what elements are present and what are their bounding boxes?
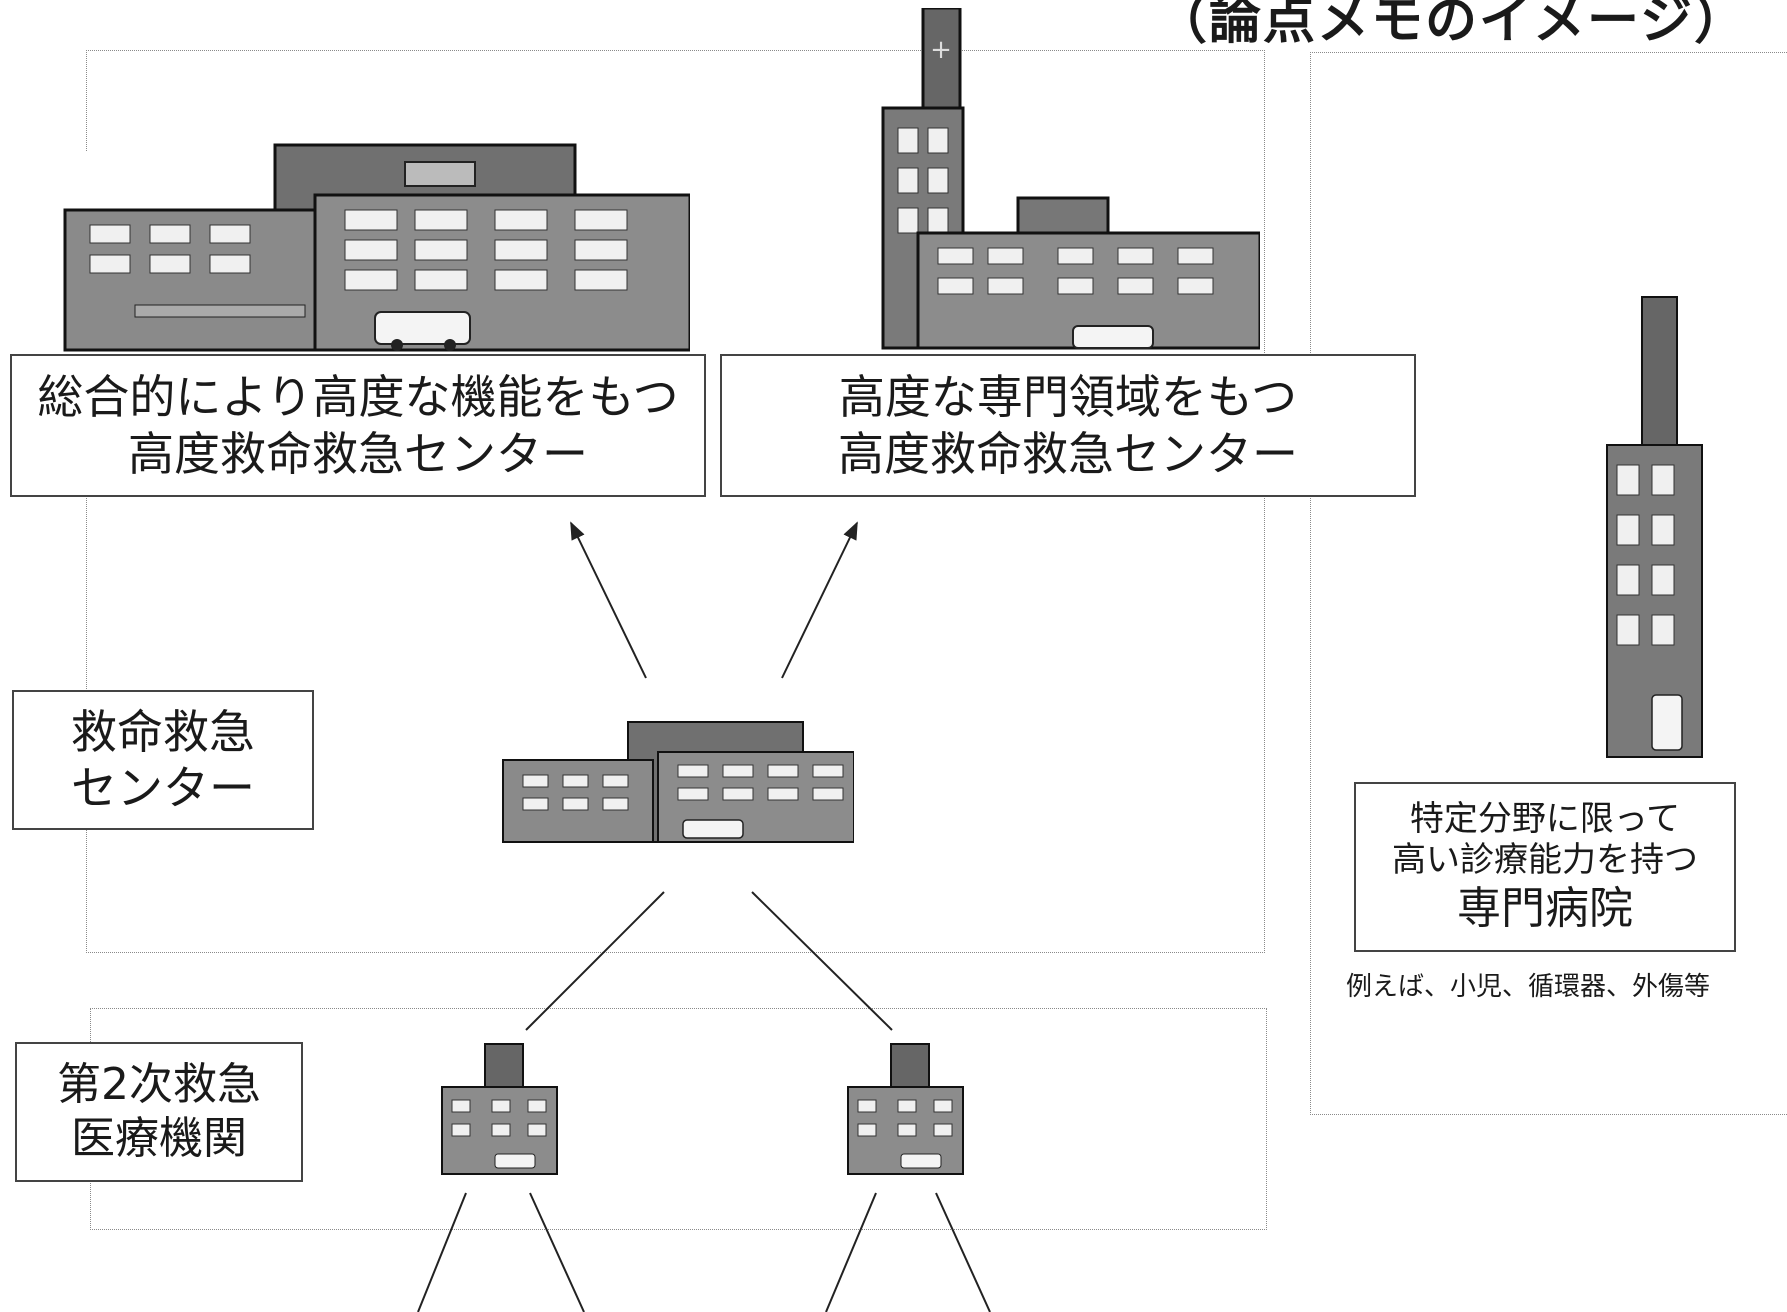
link-secondary-right-down-1 [825,1192,877,1312]
arrow-to-general-center [570,521,647,679]
ambulance-icon [1072,325,1154,349]
secondary-emergency-line-2: 医療機関 [71,1113,247,1164]
link-secondary-right-down-2 [935,1192,991,1312]
emergency-center-label: 救命救急 センター [12,690,314,830]
specialty-hospital-line-3: 専門病院 [1457,882,1633,934]
arrow-to-specialty-center [781,521,858,679]
specialty-hospital-label: 特定分野に限って 高い診療能力を持つ 専門病院 [1354,782,1736,952]
secondary-emergency-label: 第2次救急 医療機関 [15,1042,303,1182]
specialty-examples-note: 例えば、小児、循環器、外傷等 [1346,972,1711,1002]
specialty-advanced-center-label: 高度な専門領域をもつ 高度救命救急センター [720,354,1416,497]
ambulance-icon [494,1153,536,1169]
hospital-building-icon [502,721,854,843]
specialty-hospital-line-2: 高い診療能力を持つ [1392,840,1698,881]
emergency-center-line-2: センター [71,761,255,815]
link-secondary-left-down-2 [529,1192,585,1312]
general-advanced-center-label: 総合的により高度な機能をもつ 高度救命救急センター [10,354,706,497]
ambulance-icon [374,311,471,351]
page-title: （論点メモのイメージ） [1155,0,1748,51]
tower-hospital-building-icon: + [868,8,1260,358]
small-hospital-building-icon [441,1043,558,1175]
specialty-advanced-center-line-1: 高度な専門領域をもつ [838,370,1298,425]
link-center-to-secondary-right [751,891,893,1031]
tower-hospital-building-icon [1606,296,1703,758]
secondary-emergency-line-1: 第2次救急 [57,1059,261,1111]
specialty-advanced-center-line-2: 高度救命救急センター [838,426,1298,481]
specialty-hospital-line-1: 特定分野に限って [1409,798,1681,839]
tertiary-region [86,50,1265,953]
general-advanced-center-line-2: 高度救命救急センター [128,426,588,481]
ambulance-icon [682,819,744,839]
ambulance-icon [1651,694,1683,751]
link-secondary-left-down-1 [417,1192,467,1312]
large-hospital-building-icon [45,143,690,355]
emergency-center-line-1: 救命救急 [71,704,255,759]
specialty-region [1310,52,1787,1115]
svg-text:+: + [930,35,952,65]
small-hospital-building-icon [847,1043,964,1175]
general-advanced-center-line-1: 総合的により高度な機能をもつ [37,370,679,425]
ambulance-icon [900,1153,942,1169]
link-center-to-secondary-left [525,891,665,1031]
